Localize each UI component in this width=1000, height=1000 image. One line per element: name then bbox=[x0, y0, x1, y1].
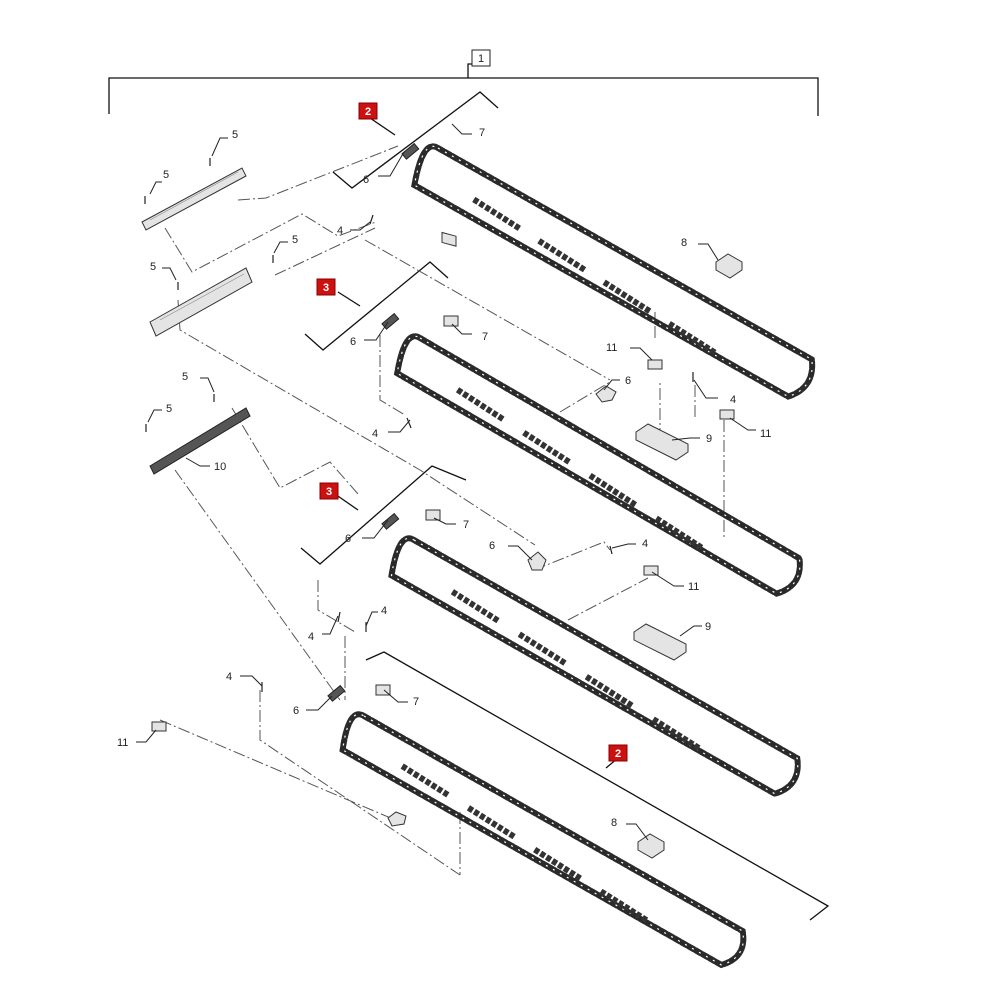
callout-5: 5 bbox=[150, 261, 156, 273]
chain-pins bbox=[413, 145, 813, 398]
badge-bottom-2: 2 bbox=[608, 744, 628, 762]
chain-strand bbox=[411, 143, 816, 400]
chain-slat bbox=[466, 805, 518, 841]
callout-8: 8 bbox=[681, 237, 687, 249]
callout-4: 4 bbox=[372, 428, 378, 440]
bolt-icons bbox=[144, 158, 694, 692]
callout-9: 9 bbox=[706, 433, 712, 445]
callout-7: 7 bbox=[482, 331, 488, 343]
chain-slat bbox=[667, 321, 719, 357]
callout-leaders bbox=[136, 123, 756, 841]
svg-text:3: 3 bbox=[326, 486, 332, 498]
chain-strand bbox=[393, 333, 803, 597]
chain-loop-top bbox=[411, 143, 816, 400]
assembly-number: 1 bbox=[478, 53, 484, 65]
callout-7: 7 bbox=[463, 519, 469, 531]
callout-11: 11 bbox=[688, 581, 699, 593]
chains bbox=[339, 143, 816, 969]
bracket-chain-top bbox=[332, 91, 499, 189]
callout-5: 5 bbox=[292, 234, 298, 246]
guide-strip-top bbox=[141, 167, 247, 231]
chain-loop-lower bbox=[388, 535, 801, 797]
chain-strand bbox=[388, 535, 801, 797]
assembly-bracket: 1 bbox=[108, 49, 819, 116]
chain-pins bbox=[396, 335, 801, 595]
badge-upper-3: 3 bbox=[316, 278, 336, 296]
callout-10: 10 bbox=[214, 461, 226, 473]
bracket-chain-lower bbox=[300, 465, 467, 565]
callout-4: 4 bbox=[308, 631, 314, 643]
callout-5: 5 bbox=[232, 129, 238, 141]
callout-4: 4 bbox=[337, 225, 343, 237]
connector-parts bbox=[327, 142, 617, 827]
callout-11: 11 bbox=[606, 342, 617, 354]
badge-lower-3: 3 bbox=[319, 482, 339, 500]
chain-loop-upper bbox=[393, 333, 803, 597]
callout-6: 6 bbox=[625, 375, 631, 387]
callout-11: 11 bbox=[117, 737, 128, 749]
chain-strand bbox=[339, 711, 747, 969]
chain-slat bbox=[455, 387, 507, 423]
chain-slat bbox=[588, 472, 639, 509]
chain-slat bbox=[517, 631, 569, 667]
callout-6: 6 bbox=[363, 174, 369, 186]
callout-4: 4 bbox=[642, 538, 648, 550]
svg-text:2: 2 bbox=[615, 748, 621, 760]
bracket-chain-upper bbox=[304, 261, 449, 351]
chain-pins bbox=[390, 537, 799, 795]
callout-4: 4 bbox=[226, 671, 232, 683]
callout-6: 6 bbox=[350, 336, 356, 348]
callout-11: 11 bbox=[760, 428, 771, 440]
chain-slat bbox=[400, 763, 452, 799]
chain-slat bbox=[450, 589, 502, 625]
chain-slat bbox=[537, 238, 588, 274]
svg-text:3: 3 bbox=[323, 282, 329, 294]
callout-5: 5 bbox=[182, 371, 188, 383]
chain-slat bbox=[654, 515, 705, 552]
chain-loop-bottom bbox=[339, 711, 747, 969]
callout-4: 4 bbox=[730, 394, 736, 406]
callout-5: 5 bbox=[163, 169, 169, 181]
chain-slat bbox=[522, 430, 573, 466]
badge-top-2: 2 bbox=[358, 102, 378, 120]
callout-6: 6 bbox=[345, 533, 351, 545]
chain-slat bbox=[533, 847, 584, 883]
svg-text:2: 2 bbox=[365, 106, 371, 118]
chain-pins bbox=[342, 713, 744, 966]
callout-9: 9 bbox=[705, 621, 711, 633]
chain-slat bbox=[651, 716, 703, 752]
chain-slat bbox=[599, 888, 650, 924]
clamp-blocks bbox=[151, 231, 743, 859]
guide-bar-10 bbox=[149, 407, 251, 475]
callout-7: 7 bbox=[479, 127, 485, 139]
callout-8: 8 bbox=[611, 817, 617, 829]
callout-5: 5 bbox=[166, 403, 172, 415]
chain-slat bbox=[472, 196, 523, 232]
callout-labels: 5 5 5 5 5 5 7 6 4 8 6 7 11 6 4 9 11 4 10… bbox=[117, 127, 771, 829]
callout-7: 7 bbox=[413, 696, 419, 708]
callout-4: 4 bbox=[381, 605, 387, 617]
bracket-chain-bottom bbox=[365, 651, 830, 921]
chain-slat bbox=[584, 674, 636, 710]
callout-6: 6 bbox=[489, 540, 495, 552]
guide-strip-middle bbox=[149, 267, 253, 337]
callout-6: 6 bbox=[293, 705, 299, 717]
chain-slat bbox=[602, 279, 653, 315]
